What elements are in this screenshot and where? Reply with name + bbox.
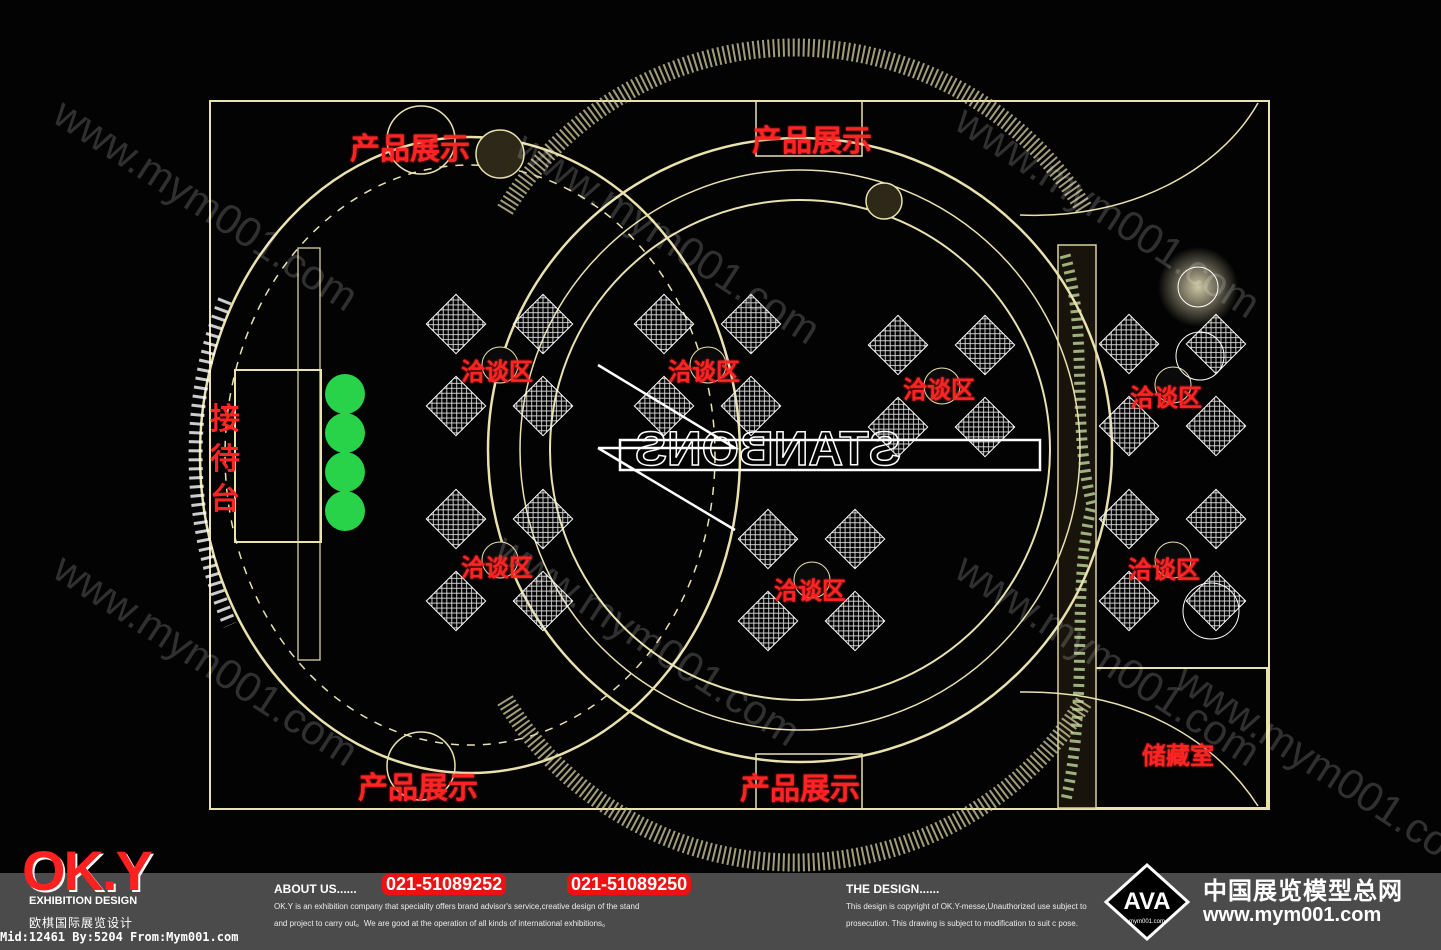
main-round-wall bbox=[486, 136, 1114, 764]
reception-plants bbox=[325, 374, 365, 531]
label-product-top-center: 产品展示 bbox=[752, 124, 872, 159]
negotiation-table-clusters bbox=[425, 293, 1247, 652]
design-line-1: This design is copyright of OK.Y-messe,U… bbox=[846, 902, 1087, 911]
booth-boundary bbox=[209, 100, 1270, 810]
product-display-pods bbox=[386, 105, 903, 801]
logo-chinese-name: 欧棋国际展览设计 bbox=[29, 916, 134, 930]
upper-arc-slats bbox=[497, 38, 1093, 215]
label-product-bottom-left: 产品展示 bbox=[358, 771, 478, 806]
label-negotiation-6: 洽谈区 bbox=[1130, 384, 1202, 412]
label-negotiation-4: 洽谈区 bbox=[903, 376, 975, 404]
center-circle bbox=[549, 199, 1051, 701]
plan-logo-text: STANBONS bbox=[635, 423, 901, 476]
image-meta: Mid:12461 By:5204 From:Mym001.com bbox=[0, 930, 239, 944]
label-negotiation-5: 洽谈区 bbox=[774, 577, 846, 605]
mini-logo-url: mym001.com bbox=[1129, 919, 1165, 925]
label-negotiation-3: 洽谈区 bbox=[668, 358, 740, 386]
brand-chinese-title: 中国展览模型总网 bbox=[1203, 877, 1403, 905]
center-brand-mark: STANBONS bbox=[597, 363, 1042, 532]
about-line-2: and project to carry out。We are good at … bbox=[274, 919, 611, 928]
left-large-ring bbox=[198, 135, 742, 775]
brand-url: www.mym001.com bbox=[1203, 904, 1382, 926]
glowing-floor-lights bbox=[1158, 247, 1240, 640]
left-inner-ring bbox=[224, 164, 716, 746]
label-negotiation-7: 洽谈区 bbox=[1128, 556, 1200, 584]
about-line-1: OK.Y is an exhibition company that speci… bbox=[274, 902, 640, 911]
door-arc-bottom bbox=[1019, 691, 1259, 807]
label-reception: 接待台 bbox=[210, 402, 240, 517]
reception-counter bbox=[234, 369, 322, 543]
bottom-feature-frame bbox=[755, 753, 863, 810]
phone-number-2: 021-51089250 bbox=[567, 874, 692, 895]
design-title: THE DESIGN...... bbox=[846, 882, 940, 896]
label-product-bottom-center: 产品展示 bbox=[740, 772, 860, 807]
mini-logo-text: AVA bbox=[1123, 888, 1170, 915]
logo-subtitle: EXHIBITION DESIGN bbox=[29, 895, 138, 907]
vertical-green-wall bbox=[1059, 253, 1098, 802]
label-negotiation-2: 洽谈区 bbox=[461, 554, 533, 582]
ava-badge-icon: AVA mym001.com bbox=[1103, 862, 1191, 942]
design-line-2: prosecution. This drawing is subject to … bbox=[846, 919, 1078, 928]
label-negotiation-1: 洽谈区 bbox=[461, 358, 533, 386]
left-slatted-wall bbox=[188, 297, 237, 628]
phone-number-1: 021-51089252 bbox=[382, 874, 507, 895]
oky-logo: OK.Y bbox=[22, 839, 153, 902]
lower-arc-slats bbox=[497, 695, 1093, 872]
label-product-top-left: 产品展示 bbox=[350, 132, 470, 167]
top-feature-frame bbox=[755, 100, 863, 157]
about-us-title: ABOUT US...... bbox=[274, 882, 357, 896]
label-storage: 储藏室 bbox=[1142, 742, 1214, 770]
footer-band bbox=[0, 873, 1441, 950]
reception-backwall bbox=[297, 247, 321, 661]
door-arc-top bbox=[1019, 102, 1259, 217]
inner-round-wall bbox=[519, 169, 1081, 731]
